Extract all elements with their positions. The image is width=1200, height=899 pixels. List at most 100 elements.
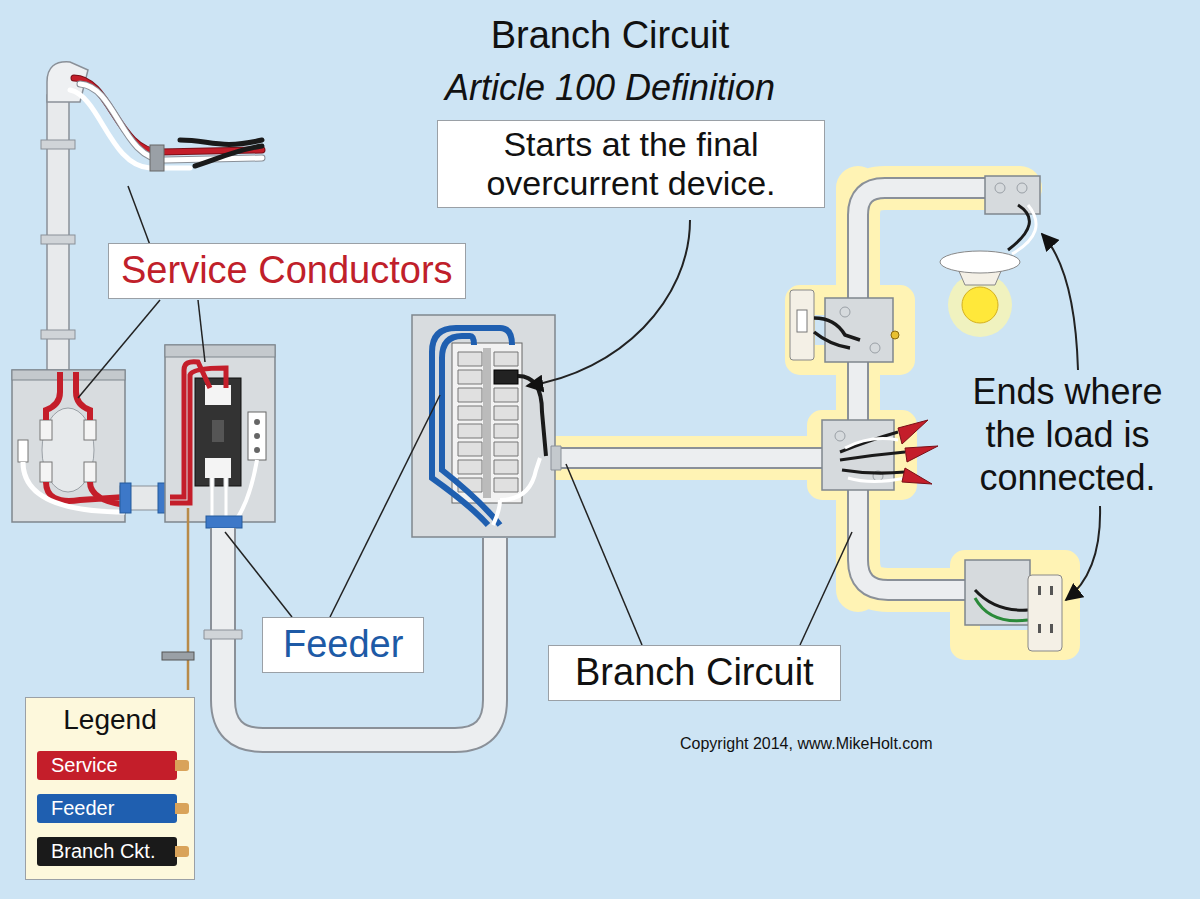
service-mast: [41, 330, 75, 339]
service-drop-wires: [70, 90, 190, 168]
receptacle-outlet: [965, 560, 1030, 625]
callout-box: Branch Circuit: [548, 645, 841, 701]
leader-lines: [330, 395, 440, 617]
service-disconnect: [254, 447, 260, 453]
service-drop-wires: [80, 84, 262, 160]
leader-lines: [566, 464, 642, 645]
meter-enclosure: [12, 370, 125, 380]
meter-enclosure: [46, 372, 90, 420]
callout-box: Starts at the final overcurrent device.: [437, 120, 825, 208]
service-disconnect: [165, 345, 275, 528]
service-disconnect: [248, 412, 266, 460]
lighting-outlet: [1012, 205, 1036, 254]
service-drop-wires: [180, 140, 262, 144]
service-disconnect: [165, 345, 275, 357]
leader-lines: [225, 532, 292, 617]
service-drop-wires: [74, 78, 262, 152]
branch-conduit: [555, 188, 988, 590]
meter-enclosure: [12, 370, 125, 522]
panelboard: [452, 343, 522, 503]
service-disconnect: [205, 458, 231, 478]
service-disconnect: [170, 362, 226, 503]
switch-box: [790, 290, 899, 362]
meter-enclosure: [84, 462, 96, 482]
legend-swatch: Service: [37, 751, 177, 780]
wire-tip: [175, 760, 189, 771]
meter-enclosure: [40, 420, 52, 440]
lighting-outlet: [940, 176, 1040, 337]
service-disconnect: [212, 420, 224, 442]
service-drop-wires: [195, 146, 262, 166]
receptacle-outlet: [1038, 586, 1041, 595]
diagram-title: Branch Circuit: [360, 14, 860, 57]
service-mast: [41, 140, 75, 149]
panelboard: [483, 348, 491, 498]
legend-swatch: Branch Ckt.: [37, 837, 177, 866]
panelboard: [458, 352, 518, 492]
service-drop-wires: [74, 78, 262, 152]
meter-enclosure: [23, 462, 125, 512]
receptacle-outlet: [965, 560, 1062, 651]
callout-text: Starts at the final overcurrent device.: [446, 125, 816, 203]
service-mast: [41, 62, 88, 373]
panelboard: [442, 336, 500, 525]
junction-box: [898, 420, 928, 444]
junction-box: [835, 431, 845, 441]
service-drop-wires: [150, 145, 164, 171]
service-disconnect: [195, 378, 241, 486]
meter-enclosure: [40, 462, 52, 482]
junction-box: [902, 468, 932, 484]
panelboard: [412, 315, 555, 537]
service-nipple: [120, 483, 170, 513]
callout-box: Service Conductors: [108, 243, 466, 299]
callout-text: Service Conductors: [121, 248, 453, 294]
leader-lines: [1066, 506, 1100, 600]
leader-lines: [800, 532, 852, 645]
panelboard: [518, 376, 546, 456]
callout-text: Ends where the load is connected.: [945, 370, 1190, 500]
service-drop-wires: [80, 84, 262, 160]
wire-tip: [175, 846, 189, 857]
junction-box: [905, 446, 938, 462]
grounding-conductor: [187, 508, 190, 690]
leader-lines: [78, 186, 1100, 645]
service-disconnect: [165, 345, 275, 522]
switch-box: [840, 307, 850, 317]
switch-box: [891, 331, 899, 339]
legend-heading: Legend: [25, 703, 195, 737]
meter-enclosure: [18, 440, 28, 462]
service-nipple: [120, 483, 131, 513]
lighting-outlet: [940, 251, 1020, 273]
service-disconnect: [206, 516, 242, 528]
leader-lines: [527, 220, 690, 386]
callout-box: Feeder: [262, 617, 424, 673]
leader-lines: [198, 300, 205, 362]
service-drop-wires: [70, 78, 262, 171]
grounding-conductor: [162, 508, 194, 690]
legend-text: Service: [51, 754, 118, 776]
branch-conduit: [555, 188, 988, 590]
receptacle-outlet: [975, 598, 1028, 621]
receptacle-outlet: [1050, 586, 1053, 595]
receptacle-outlet: [1028, 575, 1062, 651]
service-disconnect: [212, 478, 226, 520]
lighting-outlet: [962, 287, 998, 323]
meter-enclosure: [84, 420, 96, 440]
receptacle-outlet: [1050, 624, 1053, 633]
junction-box: [822, 420, 938, 490]
feeder-conduit: [204, 520, 510, 740]
diagram-subtitle: Article 100 Definition: [360, 66, 860, 109]
service-disconnect: [212, 478, 226, 520]
lighting-outlet: [995, 183, 1005, 193]
service-disconnect: [254, 419, 260, 425]
service-disconnect: [254, 433, 260, 439]
lighting-outlet: [1017, 183, 1027, 193]
panelboard: [494, 370, 518, 384]
branch-highlight: [548, 188, 1020, 590]
junction-box: [845, 439, 905, 482]
grounding-conductor: [162, 652, 194, 660]
service-disconnect: [236, 460, 257, 520]
legend-text: Feeder: [51, 797, 114, 819]
